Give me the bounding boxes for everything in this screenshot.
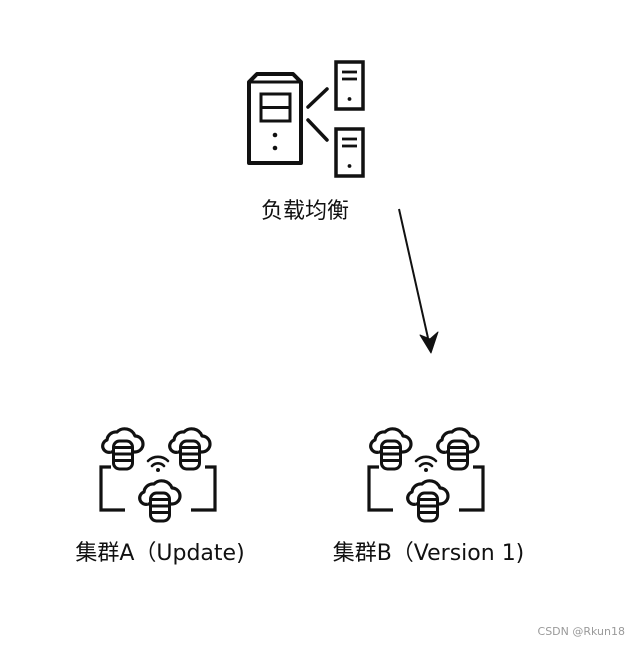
cluster-a-icon	[101, 429, 215, 521]
load-balancer-server-icon	[247, 60, 365, 178]
cluster-b-label: 集群B（Version 1)	[332, 541, 525, 566]
load-balancer-label: 负载均衡	[260, 199, 349, 224]
arrow-load-balancer-to-cluster-b	[398, 208, 439, 354]
cluster-a-label: 集群A（Update)	[75, 541, 245, 566]
watermark: CSDN @Rkun18	[537, 625, 625, 638]
cluster-b-icon	[369, 429, 483, 521]
